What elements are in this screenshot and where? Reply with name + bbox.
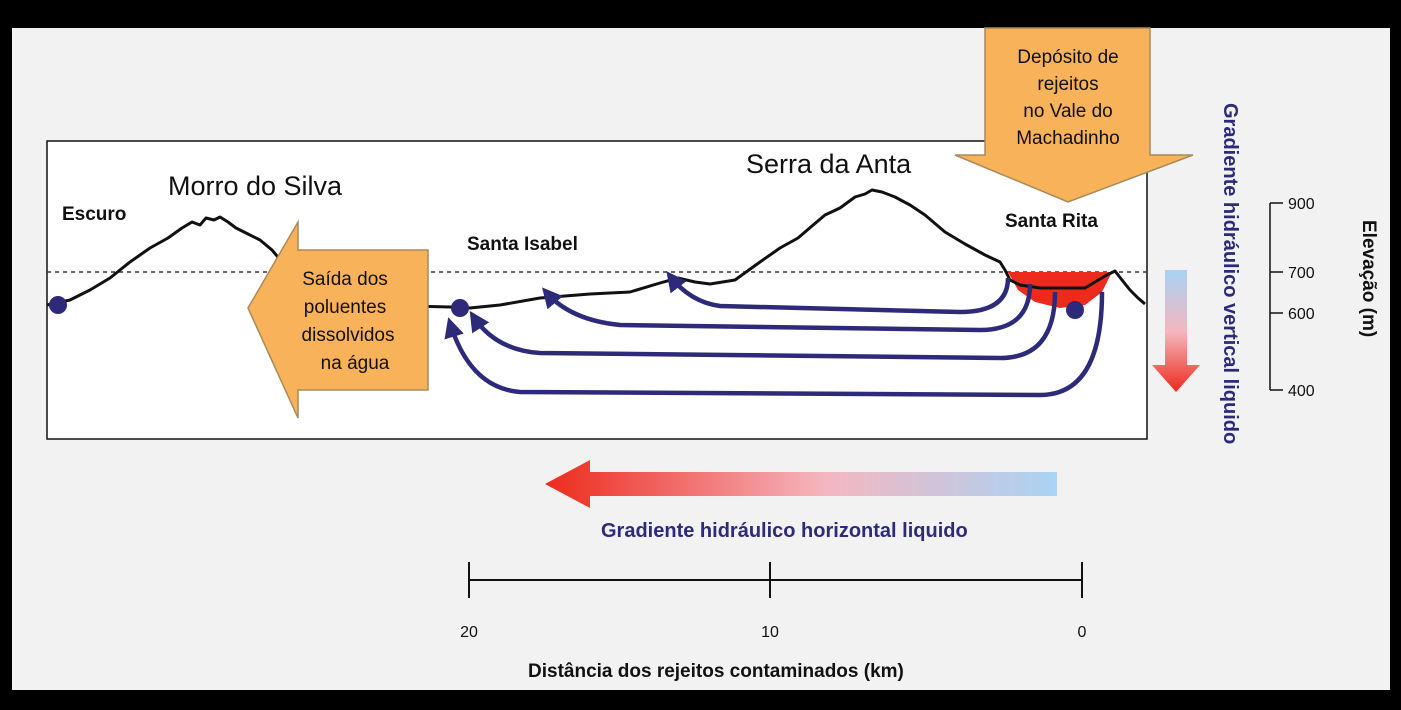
elevation-tick-700: 700 [1288,265,1315,282]
label-santa-isabel: Santa Isabel [467,234,578,255]
label-santa-rita: Santa Rita [1005,211,1098,232]
tailings-deposit [1008,272,1112,308]
outflow-line-3: dissolvidos [302,325,395,346]
elevation-axis-title: Elevação (m) [1358,220,1379,337]
label-escuro: Escuro [62,204,126,225]
outflow-line-2: poluentes [304,297,386,318]
outflow-line-1: Saída dos [302,269,388,290]
outflow-line-4: na água [321,353,390,374]
flow-path-2 [542,283,1033,333]
flow-path-1 [666,271,1011,315]
distance-tick-0: 0 [1078,624,1087,641]
distance-tick-20: 20 [460,624,478,641]
flow-paths [444,271,1105,398]
point-santa-rita [1066,301,1084,319]
deposit-arrow [954,27,1194,203]
horizontal-gradient-label: Gradiente hidráulico horizontal liquido [601,520,968,542]
deposit-line-1: Depósito de [1017,47,1118,68]
deposit-line-2: rejeitos [1037,74,1098,95]
flow-path-3 [469,291,1058,361]
section-frame [46,140,1148,440]
vertical-gradient-label: Gradiente hidráulico vertical liquido [1219,103,1241,444]
distance-scale [468,562,1083,598]
outflow-arrow [247,219,429,419]
horizontal-gradient-arrow [545,460,1057,508]
flow-path-4 [444,291,1105,398]
outflow-text: Saída dos poluentes dissolvidos na água [302,269,395,374]
distance-axis-title: Distância dos rejeitos contaminados (km) [528,661,904,682]
deposit-line-4: Machadinho [1016,128,1120,149]
elevation-axis [1269,202,1283,391]
label-morro-do-silva: Morro do Silva [168,171,343,201]
deposit-line-3: no Vale do [1023,101,1112,122]
label-serra-da-anta: Serra da Anta [746,149,912,179]
vertical-gradient-arrow [1152,270,1200,392]
deposit-text: Depósito de rejeitos no Vale do Machadin… [1016,47,1120,149]
elevation-tick-400: 400 [1288,383,1315,400]
elevation-tick-900: 900 [1288,196,1315,213]
elevation-tick-600: 600 [1288,306,1315,323]
point-santa-isabel [451,299,469,317]
distance-tick-10: 10 [761,624,779,641]
point-escuro [49,296,67,314]
